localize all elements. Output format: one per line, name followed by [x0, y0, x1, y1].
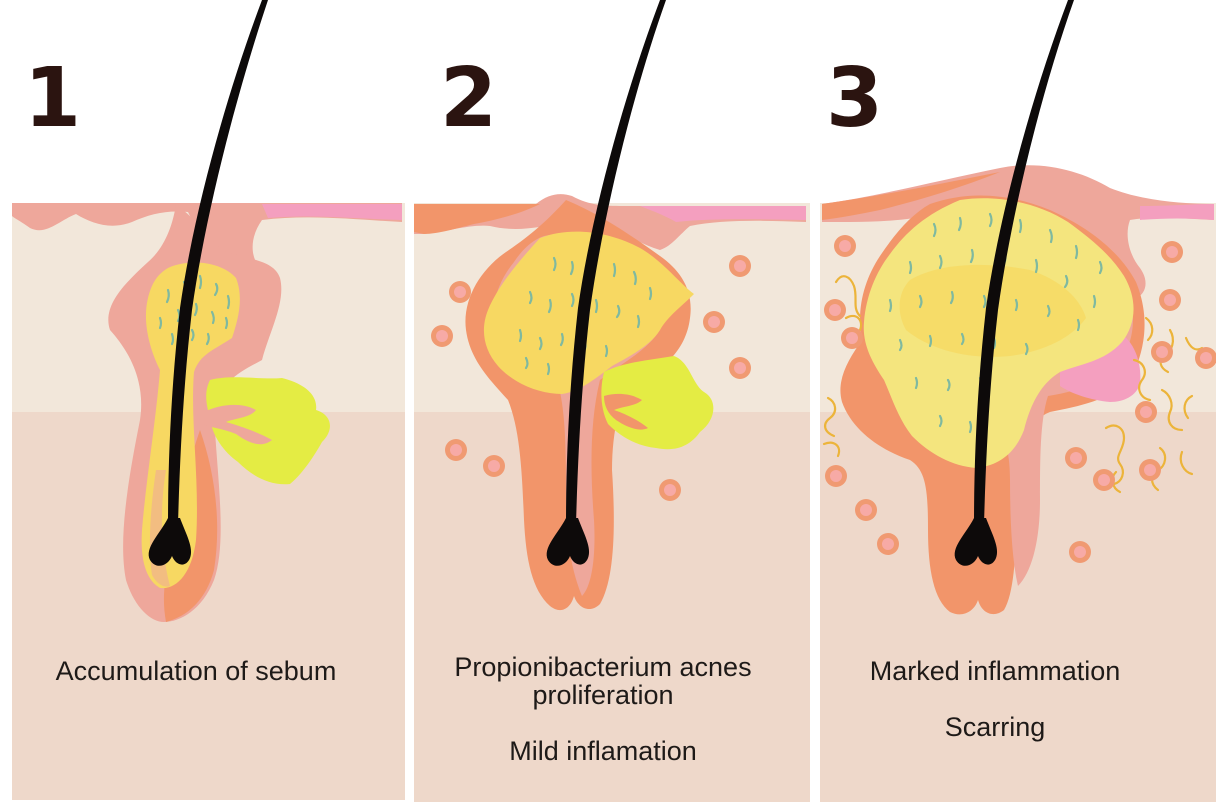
- inflammation-cell: [1161, 241, 1183, 263]
- stage-number-1: 1: [24, 51, 81, 146]
- inflammation-cell: [1159, 289, 1181, 311]
- inflammation-cell: [483, 455, 505, 477]
- inflammation-cell: [1139, 459, 1161, 481]
- inflammation-cell: [703, 311, 725, 333]
- inflammation-cell: [729, 357, 751, 379]
- inflammation-cell: [449, 281, 471, 303]
- inflammation-cell: [1093, 469, 1115, 491]
- panel-2-caption-line-3: Mild inflamation: [509, 736, 697, 766]
- inflammation-cell: [1195, 347, 1216, 369]
- panel-3-caption-line-2: Scarring: [945, 712, 1046, 742]
- inflammation-cell: [841, 327, 863, 349]
- inflammation-cell: [729, 255, 751, 277]
- stage-number-2: 2: [440, 51, 497, 146]
- inflammation-cell: [445, 439, 467, 461]
- panel-3-caption-line-1: Marked inflammation: [870, 656, 1121, 686]
- panel-2-caption-line-1: Propionibacterium acnes: [454, 652, 751, 682]
- inflammation-cell: [659, 479, 681, 501]
- inflammation-cell: [1069, 541, 1091, 563]
- inflammation-cell: [1065, 447, 1087, 469]
- inflammation-cell: [824, 299, 846, 321]
- inflammation-cell: [834, 235, 856, 257]
- stage-number-3: 3: [826, 51, 883, 146]
- inflammation-cell: [1135, 401, 1157, 423]
- inflammation-cell: [877, 533, 899, 555]
- inflammation-cell: [431, 325, 453, 347]
- panel-2-caption-line-2: proliferation: [532, 680, 673, 710]
- panel-3-surface-pink-strip: [1140, 204, 1214, 220]
- inflammation-cell: [1151, 341, 1173, 363]
- panel-1-caption: Accumulation of sebum: [56, 656, 337, 686]
- inflammation-cell: [825, 465, 847, 487]
- inflammation-cell: [855, 499, 877, 521]
